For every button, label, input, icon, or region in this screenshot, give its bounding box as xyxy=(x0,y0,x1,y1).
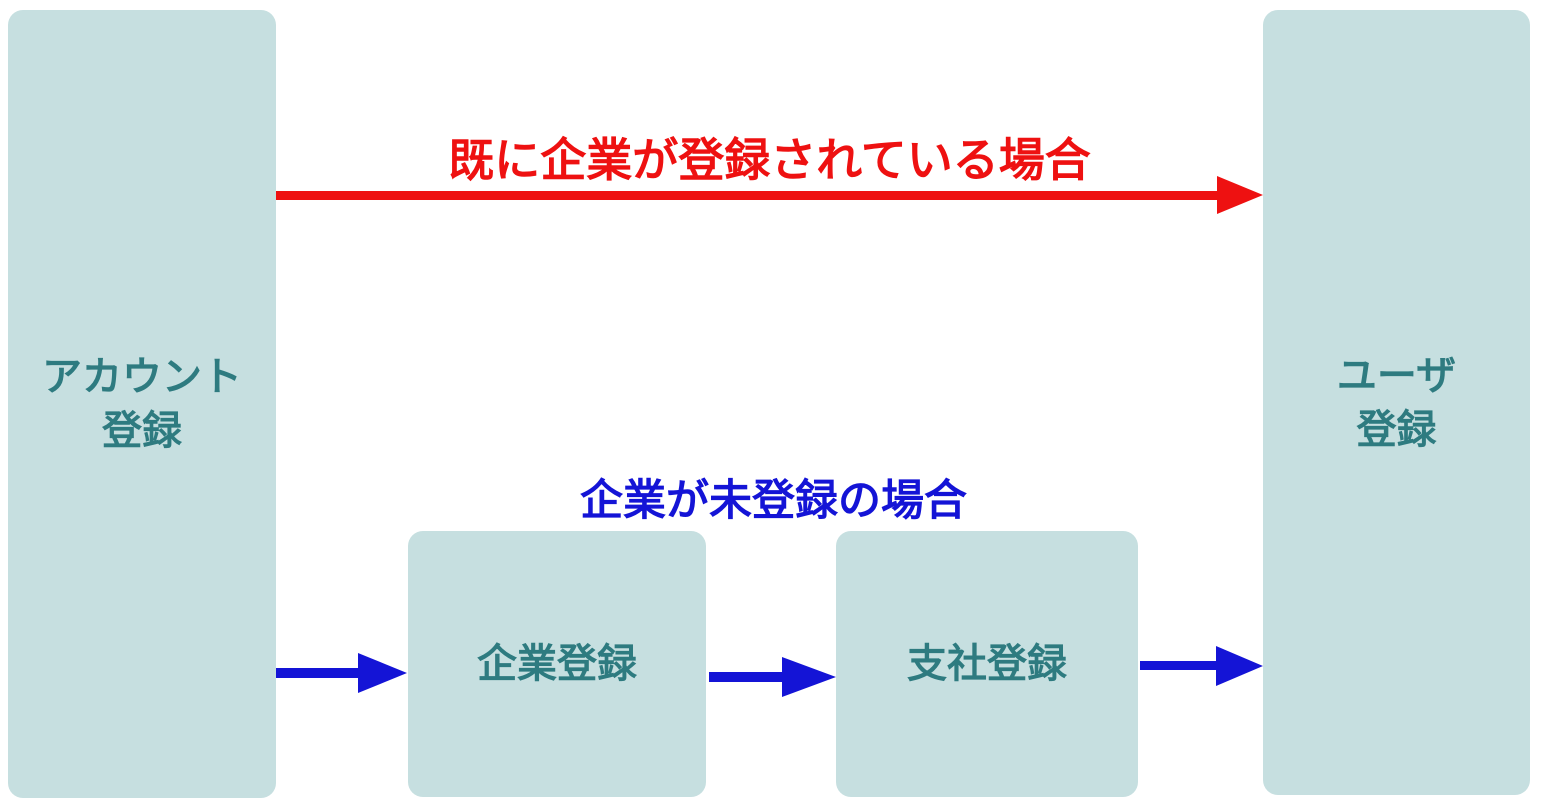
node-account-label: アカウント 登録 xyxy=(42,350,242,458)
blue-arrow-account-to-company-head-icon xyxy=(358,653,407,693)
blue-arrow-branch-to-user-shaft xyxy=(1140,661,1216,670)
blue-arrow-branch-to-user-head-icon xyxy=(1216,646,1263,686)
red-arrow-head-icon xyxy=(1217,176,1263,214)
label-company-already-registered: 既に企業が登録されている場合 xyxy=(448,134,1091,186)
blue-arrow-company-to-branch-shaft xyxy=(709,672,782,682)
node-user-label-line1: ユーザ xyxy=(1336,353,1457,398)
node-company-label: 企業登録 xyxy=(477,642,637,686)
node-company-registration: 企業登録 xyxy=(408,531,706,797)
node-branch-registration: 支社登録 xyxy=(836,531,1138,797)
label-company-unregistered: 企業が未登録の場合 xyxy=(580,477,967,525)
node-account-label-line1: アカウント xyxy=(42,355,242,399)
node-account-label-line2: 登録 xyxy=(102,409,182,453)
node-user-registration: ユーザ 登録 xyxy=(1263,10,1530,795)
node-user-label-line2: 登録 xyxy=(1356,407,1437,452)
node-branch-label: 支社登録 xyxy=(907,642,1067,686)
node-user-label: ユーザ 登録 xyxy=(1337,349,1456,457)
node-account-registration: アカウント 登録 xyxy=(8,10,276,798)
red-arrow-shaft xyxy=(276,191,1217,200)
blue-arrow-account-to-company-shaft xyxy=(276,668,358,678)
blue-arrow-company-to-branch-head-icon xyxy=(782,657,836,697)
